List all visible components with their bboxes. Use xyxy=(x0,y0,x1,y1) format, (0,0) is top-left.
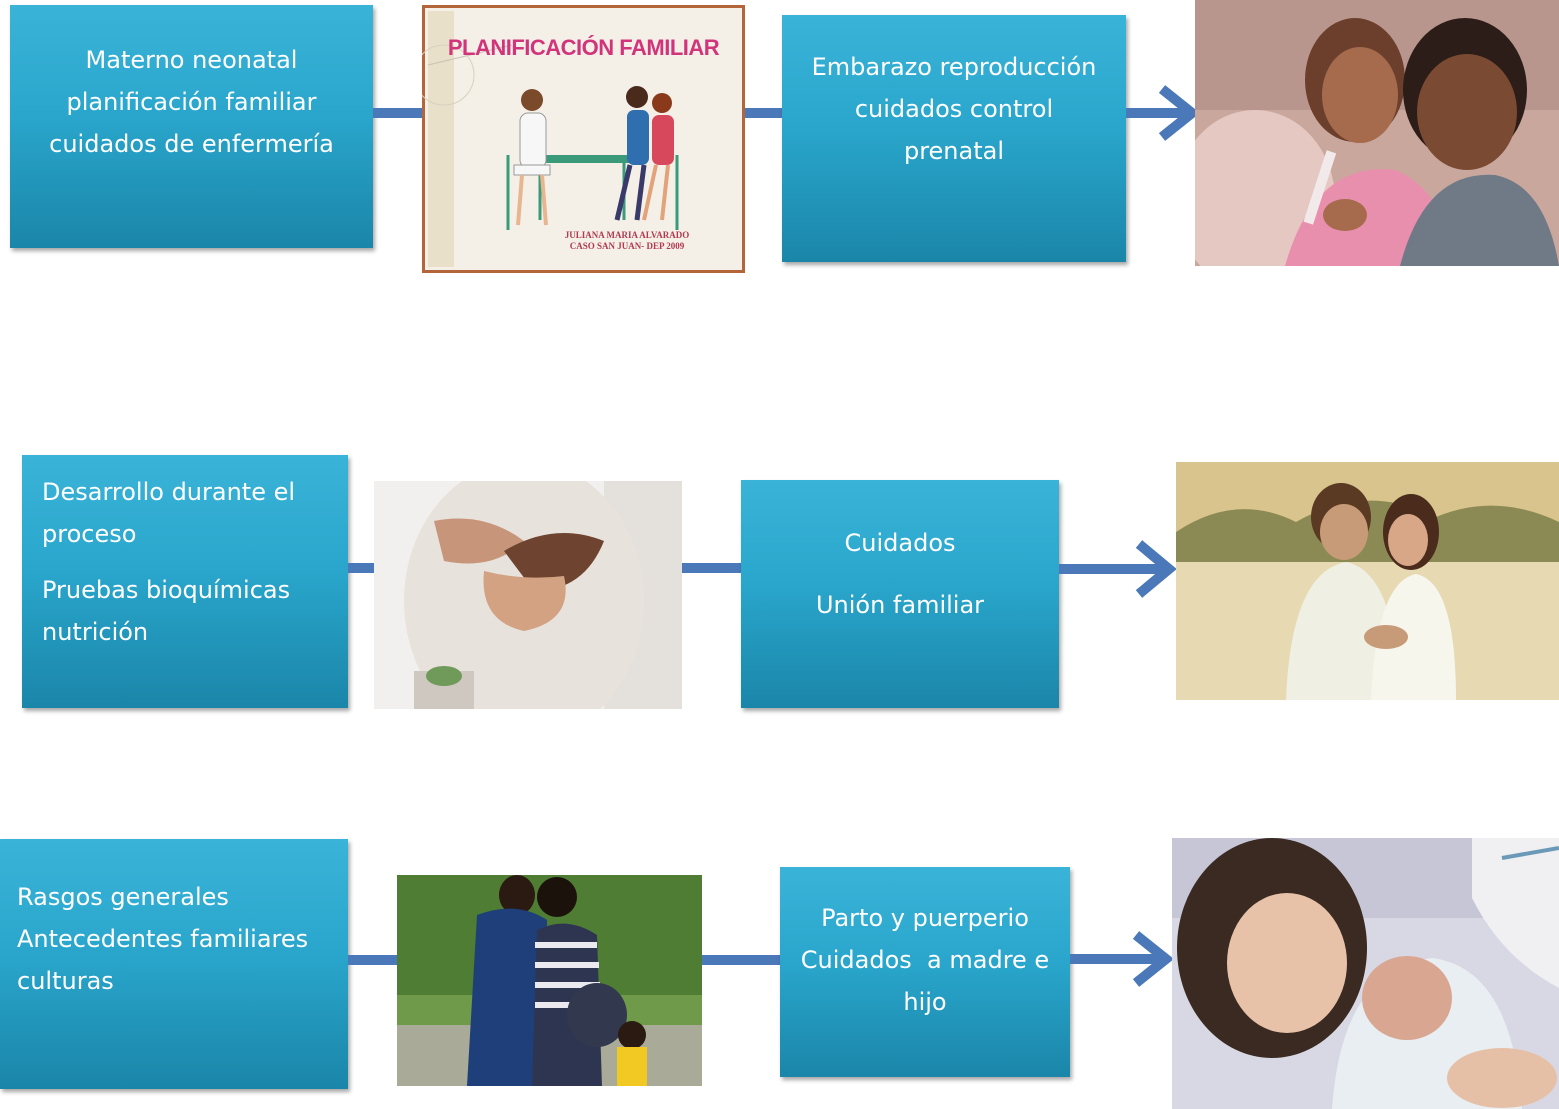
box-line: Materno neonatal xyxy=(85,45,298,74)
pregnant-family-photo xyxy=(397,875,702,1086)
couple-pregnancy-test-photo xyxy=(1195,0,1559,266)
box-line: nutrición xyxy=(42,618,149,646)
box-line: Rasgos generales xyxy=(17,883,229,911)
arrow-right-icon xyxy=(1070,931,1174,987)
connector-line xyxy=(702,955,780,965)
connector-line xyxy=(348,955,398,965)
box-line: Cuidados a madre e xyxy=(800,945,1050,974)
box-line: Embarazo reproducción xyxy=(811,52,1097,81)
box-desarrollo: Desarrollo durante el proceso Pruebas bi… xyxy=(22,455,348,708)
arrow-right-icon xyxy=(1059,540,1177,598)
box-embarazo: Embarazo reproducción cuidados control p… xyxy=(782,15,1126,262)
poster-title: PLANIFICACIÓN FAMILIAR xyxy=(447,35,720,60)
box-line: cuidados control xyxy=(854,94,1054,123)
box-line: planificación familiar xyxy=(66,87,317,116)
connector-line xyxy=(745,108,782,118)
box-line: Antecedentes familiares xyxy=(17,925,309,953)
box-cuidados: Cuidados Unión familiar xyxy=(741,480,1059,708)
arrow-right-icon xyxy=(1126,85,1200,141)
poster-footer-line: JULIANA MARIA ALVARADO xyxy=(564,230,690,240)
pregnant-belly-hands-photo xyxy=(374,481,682,709)
box-rasgos: Rasgos generales Antecedentes familiares… xyxy=(0,839,348,1089)
connector-line xyxy=(682,563,741,573)
box-line: Parto y puerperio xyxy=(821,903,1029,932)
box-line: culturas xyxy=(17,967,114,995)
poster-footer-line: CASO SAN JUAN- DEP 2009 xyxy=(569,240,685,251)
box-line: Cuidados xyxy=(844,529,956,557)
box-line: prenatal xyxy=(903,136,1005,165)
box-line: hijo xyxy=(903,987,947,1016)
connector-line xyxy=(348,563,375,573)
box-line: proceso xyxy=(42,520,137,548)
family-planning-poster: PLANIFICACIÓN FAMILIAR JULIANA MARIA ALV… xyxy=(422,5,745,273)
box-line: Desarrollo durante el xyxy=(42,478,296,506)
couple-lake-photo xyxy=(1176,462,1559,700)
poster-footer: JULIANA MARIA ALVARADO CASO SAN JUAN- DE… xyxy=(552,230,702,252)
box-line: Pruebas bioquímicas xyxy=(42,576,291,604)
box-parto: Parto y puerperio Cuidados a madre e hij… xyxy=(780,867,1070,1077)
box-line: cuidados de enfermería xyxy=(49,129,334,158)
box-line: Unión familiar xyxy=(815,591,985,619)
box-materno-neonatal: Materno neonatal planificación familiar … xyxy=(10,5,373,248)
connector-line xyxy=(373,108,423,118)
mother-newborn-photo xyxy=(1172,838,1559,1109)
